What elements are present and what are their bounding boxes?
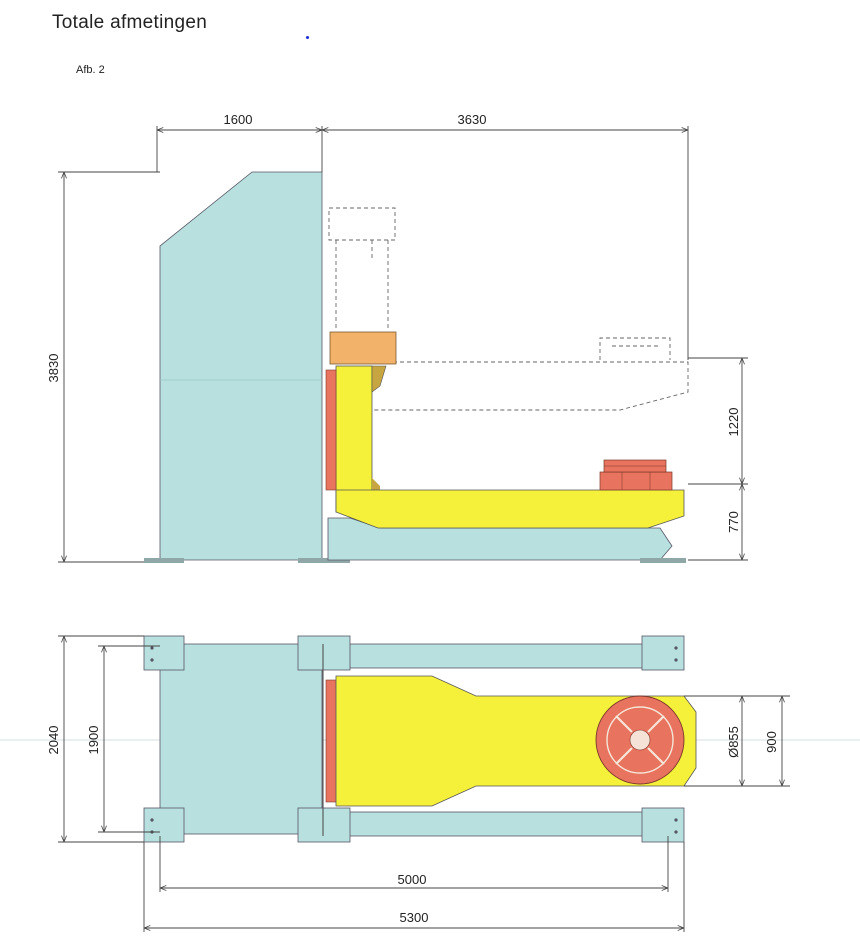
positioner-arm [335, 489, 685, 529]
column-foot-left [144, 558, 184, 563]
column-body [159, 171, 323, 561]
rail-lower [327, 811, 669, 837]
dim-1220: 1220 [726, 408, 741, 437]
dim-900: 900 [764, 731, 779, 753]
dim-770: 770 [726, 511, 741, 533]
dim-diameter-855: Ø855 [726, 726, 741, 758]
positioner-arm-top [335, 675, 697, 807]
dim-3630: 3630 [458, 112, 487, 127]
head-block [329, 331, 397, 365]
dim-1600: 1600 [224, 112, 253, 127]
turntable-side [599, 459, 673, 491]
carriage-vertical [335, 365, 373, 513]
dim-1900: 1900 [86, 726, 101, 755]
marker-dot [306, 36, 309, 39]
figure-label: Afb. 2 [76, 64, 105, 76]
dim-5300: 5300 [400, 910, 429, 925]
top-view: 2040 1900 Ø855 900 5000 5300 [0, 635, 860, 932]
side-view: 1600 3630 3830 1220 770 [46, 112, 748, 563]
dim-5000: 5000 [398, 872, 427, 887]
column-top [159, 643, 323, 835]
base-rail [327, 517, 673, 561]
carriage-dashed-top [328, 207, 396, 241]
page-title: Totale afmetingen [52, 12, 208, 33]
turntable-top [595, 695, 685, 785]
arm-dashed-outline [372, 361, 689, 411]
column-foot-right [298, 558, 350, 563]
dim-3830: 3830 [46, 354, 61, 383]
dim-2040: 2040 [46, 726, 61, 755]
rail-upper [327, 643, 669, 669]
